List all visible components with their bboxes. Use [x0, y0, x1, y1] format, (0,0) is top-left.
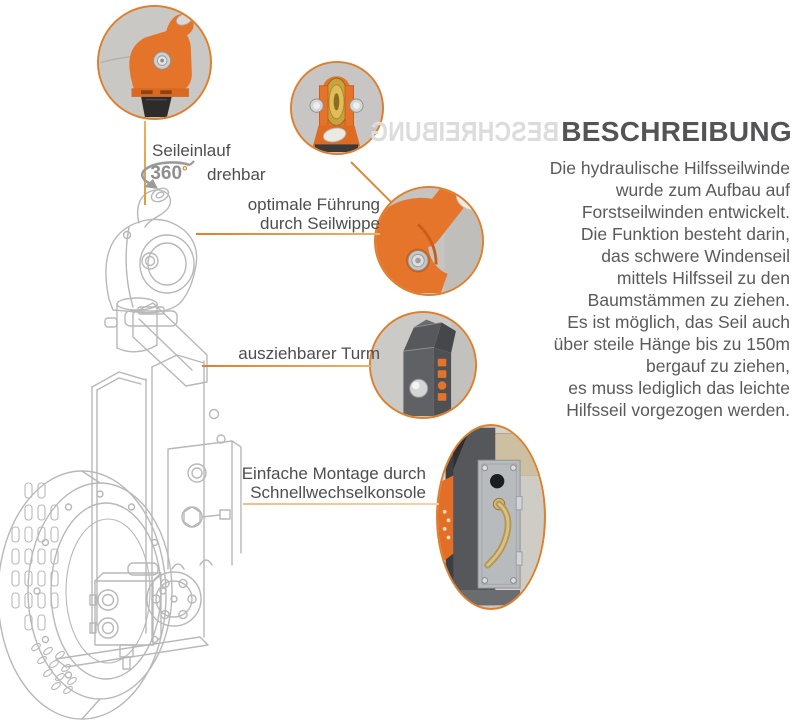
- description-line: wurde zum Aufbau auf: [615, 180, 790, 200]
- vent-slots: [11, 482, 59, 631]
- pulley-head: [105, 187, 198, 327]
- brand-marking: [437, 358, 447, 401]
- mounting-bracket: [167, 440, 242, 570]
- callout-pulley-photo: [290, 61, 384, 155]
- swivel-cylinder: [104, 297, 158, 353]
- callout-seilwippe-photo: [374, 186, 484, 296]
- leader-line-turm: [202, 365, 372, 367]
- seilwippe-label: optimale Führung durch Seilwippe: [247, 195, 380, 233]
- callout-konsole-photo: [436, 424, 546, 610]
- description-heading-text: BESCHREIBUNG: [561, 116, 792, 147]
- pulley-photo-graphic: [292, 63, 381, 152]
- rotation-arrow-icon: 360°: [138, 159, 200, 190]
- angled-arm: [132, 302, 208, 387]
- description-line: Baumstämmen zu ziehen.: [587, 290, 790, 310]
- description-text: Die hydraulische Hilfsseilwinde wurde zu…: [550, 157, 790, 421]
- description-line: Forstseilwinden entwickelt.: [581, 202, 790, 222]
- seileinlauf-label: Seileinlauf: [152, 141, 231, 160]
- leader-line-montage: [243, 503, 439, 505]
- leader-line-seilwippe: [196, 233, 380, 235]
- description-line: es muss lediglich das leichte: [568, 378, 790, 398]
- callout-seileinlauf-photo: [97, 5, 212, 120]
- description-line: Hilfsseil vorgezogen werden.: [566, 400, 790, 420]
- tower-tube: [91, 371, 147, 634]
- shelf-plate: [55, 636, 209, 668]
- montage-label: Einfache Montage durch Schnellwechselkon…: [241, 464, 426, 502]
- description-line: Die Funktion besteht darin,: [580, 224, 790, 244]
- description-line: mittels Hilfsseil zu den: [616, 268, 790, 288]
- description-line: Es ist möglich, das Seil auch: [567, 312, 790, 332]
- tower-column: [151, 354, 226, 638]
- description-line: über steile Hänge bis zu 150m: [553, 334, 790, 354]
- drehbar-label: drehbar: [207, 164, 266, 184]
- rotation-value: 360°: [150, 163, 188, 184]
- seilwippe-photo-graphic: [376, 188, 481, 293]
- perforation-holes: [31, 642, 77, 695]
- connector-line: [350, 161, 398, 209]
- hydraulic-motor: [146, 571, 202, 627]
- hydraulic-block: [89, 562, 162, 670]
- seileinlauf-photo-graphic: [99, 7, 209, 117]
- degree-symbol: °: [182, 163, 188, 179]
- description-line: das schwere Windenseil: [601, 246, 790, 266]
- turm-label: ausziehbarer Turm: [238, 344, 380, 363]
- description-heading: BESCHREIBUNG BESCHREIBUNG: [349, 116, 792, 148]
- callout-turm-photo: [369, 311, 477, 419]
- turm-photo-graphic: [371, 313, 474, 416]
- leader-line-seileinlauf: [144, 121, 146, 205]
- winch-line-drawing: [0, 187, 242, 720]
- rotation-360-badge: 360° drehbar: [138, 159, 266, 190]
- description-line: Die hydraulische Hilfsseilwinde: [549, 158, 790, 178]
- konsole-photo-graphic: [438, 427, 543, 606]
- description-heading-mirror: BESCHREIBUNG: [369, 116, 559, 147]
- description-line: bergauf zu ziehen,: [646, 356, 790, 376]
